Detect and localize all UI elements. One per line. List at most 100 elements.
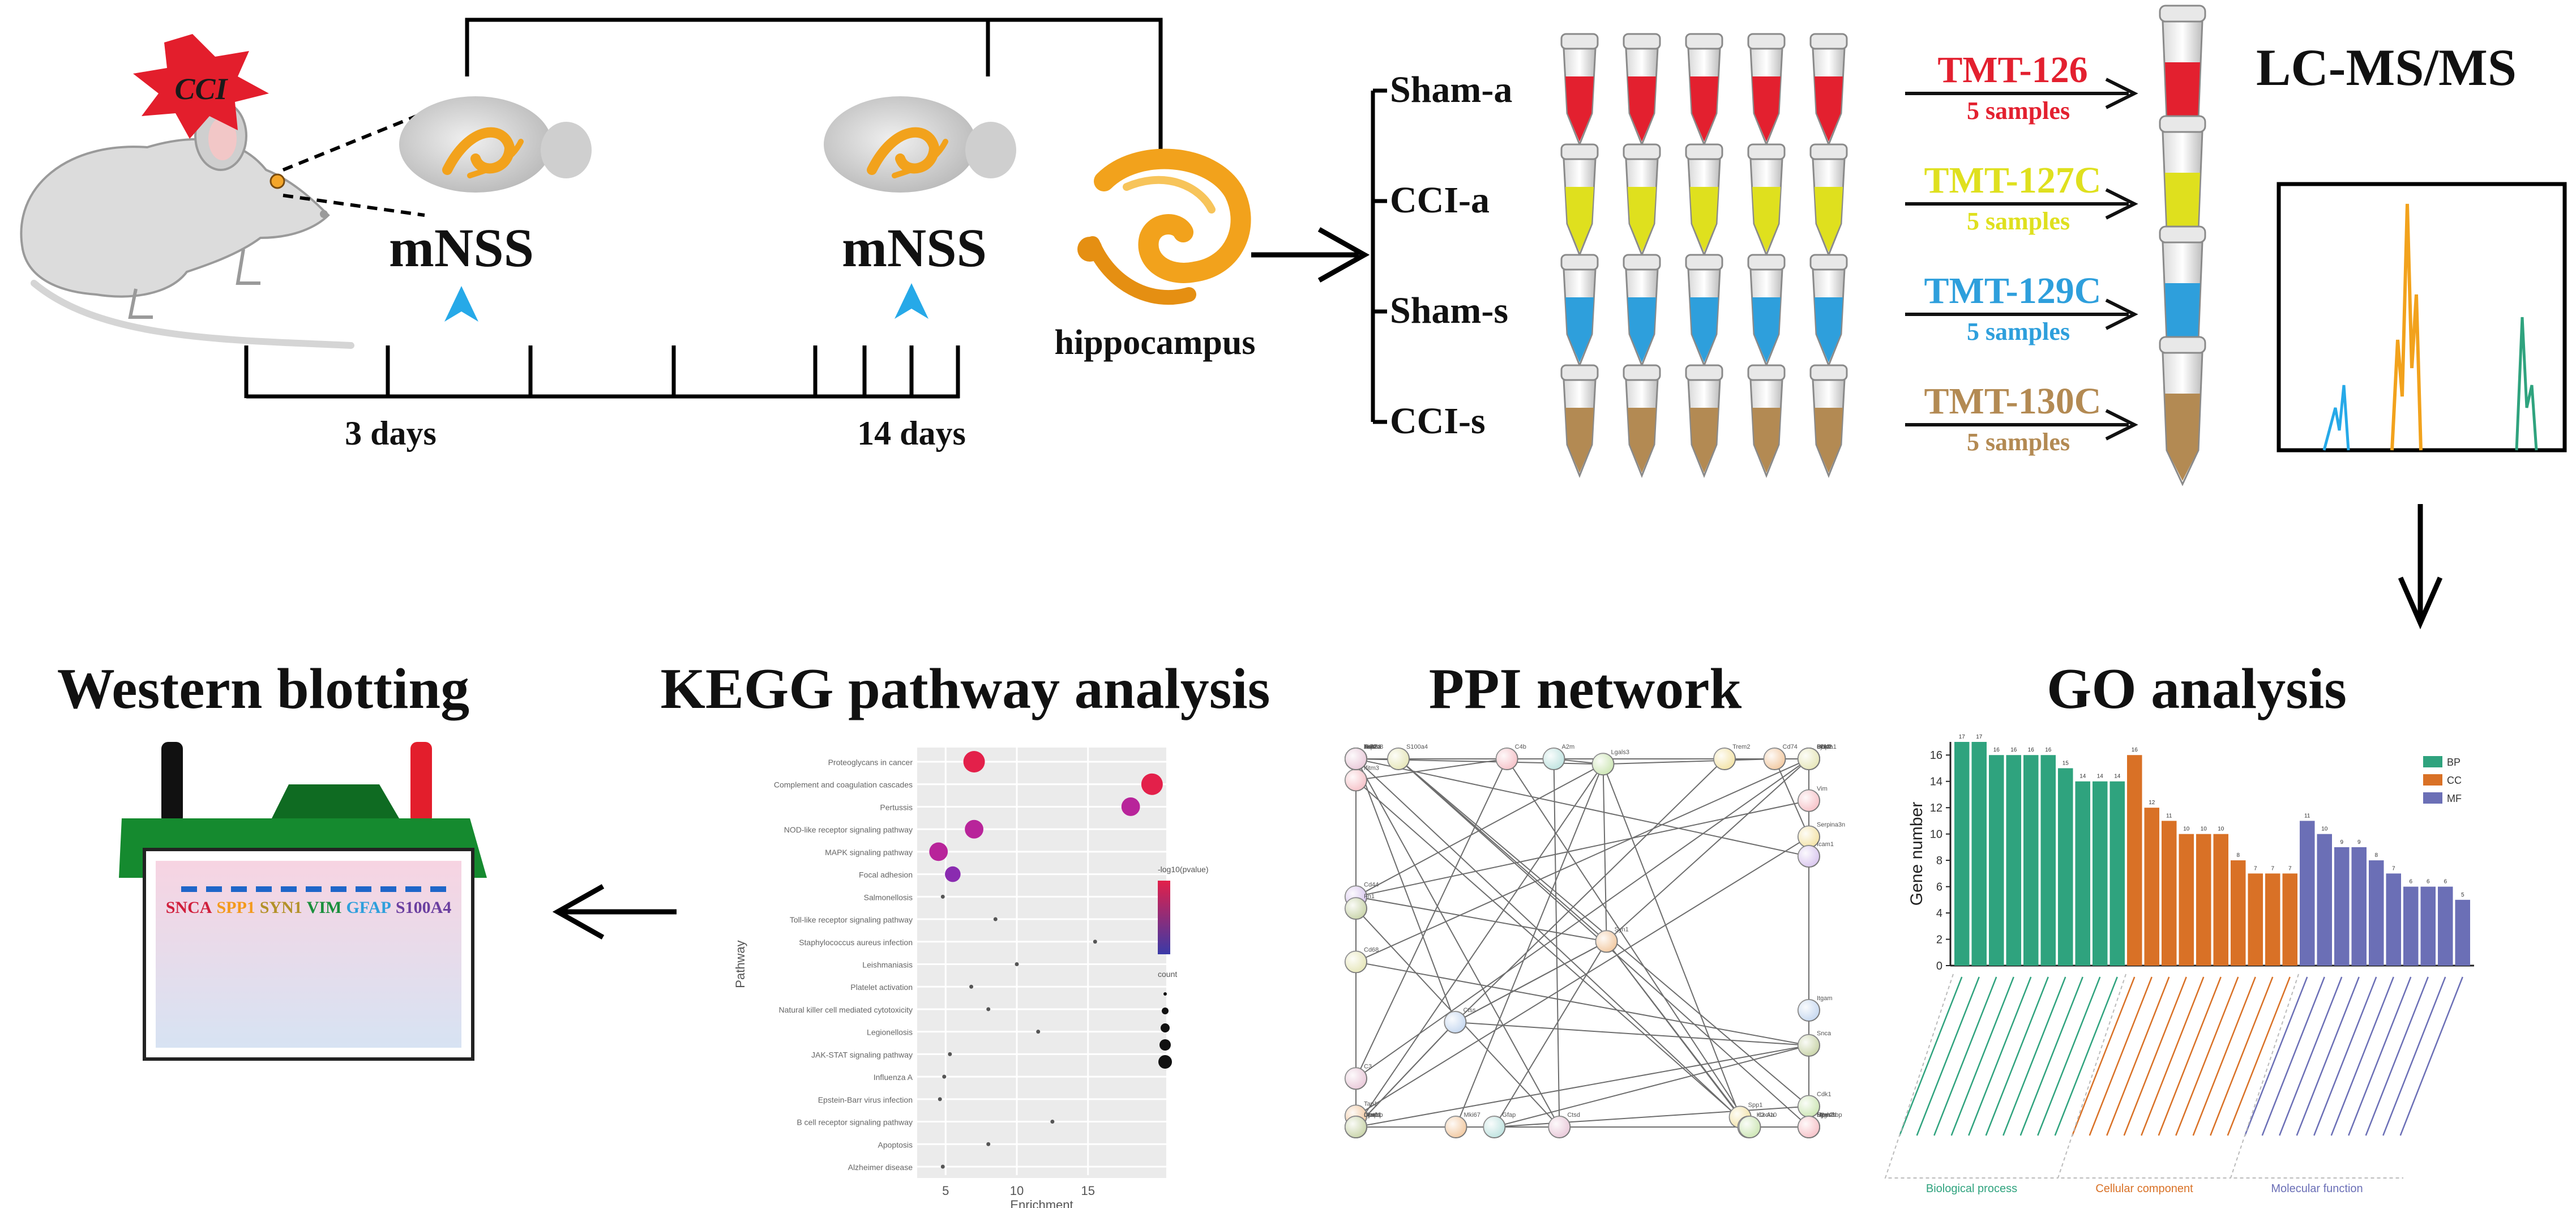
kegg-size-legend-dot <box>1158 1055 1172 1069</box>
timepoint-bracket <box>465 18 1163 153</box>
go-y-label: Gene number <box>1907 802 1926 906</box>
ppi-node-label: Itgam <box>1817 995 1833 1002</box>
go-bar <box>2282 873 2297 966</box>
arrowhead-icon-2 <box>895 283 928 319</box>
go-y-tick: 4 <box>1936 907 1942 920</box>
kegg-point <box>993 917 998 921</box>
marker-syn1: SYN1 <box>260 898 302 917</box>
go-term-label-line <box>1899 976 1963 1136</box>
go-term-label-line <box>2210 976 2274 1136</box>
go-bar <box>2023 755 2039 966</box>
go-bar-value: 10 <box>2321 826 2328 833</box>
sample-count: 5 samples <box>1967 207 2070 235</box>
arrow-icon <box>2105 78 2138 109</box>
kegg-point <box>963 751 985 772</box>
kegg-point <box>938 1097 942 1102</box>
kegg-pathway-label: Platelet activation <box>850 983 913 992</box>
go-term-label-line <box>2037 976 2101 1136</box>
kegg-size-legend-dot <box>1159 1039 1171 1051</box>
go-term-label-line <box>1933 976 1997 1136</box>
ppi-edges <box>1355 758 1809 1128</box>
go-term-label-line <box>2123 976 2187 1136</box>
kegg-pathway-label: Epstein-Barr virus infection <box>818 1095 913 1104</box>
western-title: Western blotting <box>57 657 469 721</box>
kegg-point <box>1050 1120 1055 1124</box>
go-bar <box>2144 808 2159 966</box>
kegg-point <box>986 1142 991 1146</box>
go-term-label-line <box>2348 976 2412 1136</box>
day-label-3: 3 days <box>345 415 437 452</box>
go-legend-label: CC <box>2447 775 2462 786</box>
mouse-illustration <box>20 101 354 349</box>
kegg-point <box>929 842 948 861</box>
ppi-node-label: Gfap <box>1502 1112 1516 1119</box>
ppi-node-label: Fcgr2b <box>1817 1112 1836 1119</box>
arrow-to-groups <box>1251 227 1370 283</box>
kegg-point <box>1121 797 1140 816</box>
go-bar-value: 9 <box>2340 839 2343 846</box>
kegg-pathway-label: Alzheimer disease <box>848 1163 913 1172</box>
kegg-pathway-label: NOD-like receptor signaling pathway <box>784 825 913 834</box>
go-bar <box>2093 781 2108 966</box>
go-term-label-line <box>2072 976 2136 1136</box>
kegg-point <box>945 866 961 882</box>
ppi-node-label: B2m <box>1817 1112 1830 1119</box>
sample-tube-icon <box>1560 143 1599 258</box>
ms-spectrum-panel <box>2277 182 2567 453</box>
marker-gfap: GFAP <box>346 898 391 917</box>
kegg-pathway-label: Salmonellosis <box>864 893 913 902</box>
kegg-point <box>1141 773 1163 795</box>
go-y-tick: 16 <box>1930 749 1942 762</box>
go-category-bracket <box>2057 974 2231 1179</box>
go-bar <box>2403 886 2419 966</box>
hippocampus-label: hippocampus <box>1055 323 1256 362</box>
go-bar <box>2231 860 2246 966</box>
kegg-x-tick: 10 <box>1010 1184 1024 1198</box>
go-legend-label: MF <box>2447 793 2462 804</box>
go-term-label-line <box>2244 976 2308 1136</box>
go-bar <box>2438 886 2453 966</box>
go-term-label-line <box>2227 976 2291 1136</box>
ppi-node-label: Spp1 <box>1748 1102 1763 1109</box>
sample-tube-icon <box>1685 364 1723 479</box>
kegg-point <box>1093 940 1097 944</box>
ppi-node-label: Hp <box>1817 1112 1825 1119</box>
kegg-pathway-label: Leishmaniasis <box>862 961 913 970</box>
western-blot-apparatus <box>119 742 487 1061</box>
go-legend-swatch <box>2423 774 2442 786</box>
go-legend-swatch <box>2423 792 2442 804</box>
ppi-title: PPI network <box>1429 657 1742 721</box>
sample-tube-icon <box>1623 143 1661 258</box>
go-term-label-line <box>1985 976 2049 1136</box>
go-bar-value: 8 <box>2374 852 2378 859</box>
pooled-tube-icon <box>2159 336 2206 486</box>
kegg-point <box>1015 962 1019 966</box>
mnss-label-1: mNSS <box>389 217 534 278</box>
go-term-label-line <box>2002 976 2066 1136</box>
kegg-pathway-label: Complement and coagulation cascades <box>774 780 913 789</box>
brain-icon-day3 <box>399 96 592 193</box>
kegg-pathway-label: Toll-like receptor signaling pathway <box>790 915 913 924</box>
ppi-node-label: Trem2 <box>1732 744 1750 750</box>
kegg-legend-size-title: count <box>1158 970 1177 979</box>
arrowhead-icon-1 <box>444 286 478 322</box>
ppi-node-label: Cdk1 <box>1817 1091 1832 1098</box>
go-term-label-line <box>2330 976 2394 1136</box>
arrow-icon <box>2105 188 2138 220</box>
go-bar-value: 16 <box>2028 747 2035 753</box>
timeline-axis <box>244 345 960 399</box>
go-bar <box>1954 742 1970 966</box>
pointer-line-bottom <box>283 194 425 217</box>
kegg-size-legend-dot <box>1163 992 1167 996</box>
go-y-tick: 8 <box>1936 855 1942 867</box>
go-title: GO analysis <box>2047 657 2347 721</box>
cci-badge-text: CCI <box>174 72 228 106</box>
go-y-tick: 2 <box>1936 934 1942 946</box>
cci-badge: CCI <box>133 34 269 139</box>
arrow-icon <box>2105 409 2138 441</box>
